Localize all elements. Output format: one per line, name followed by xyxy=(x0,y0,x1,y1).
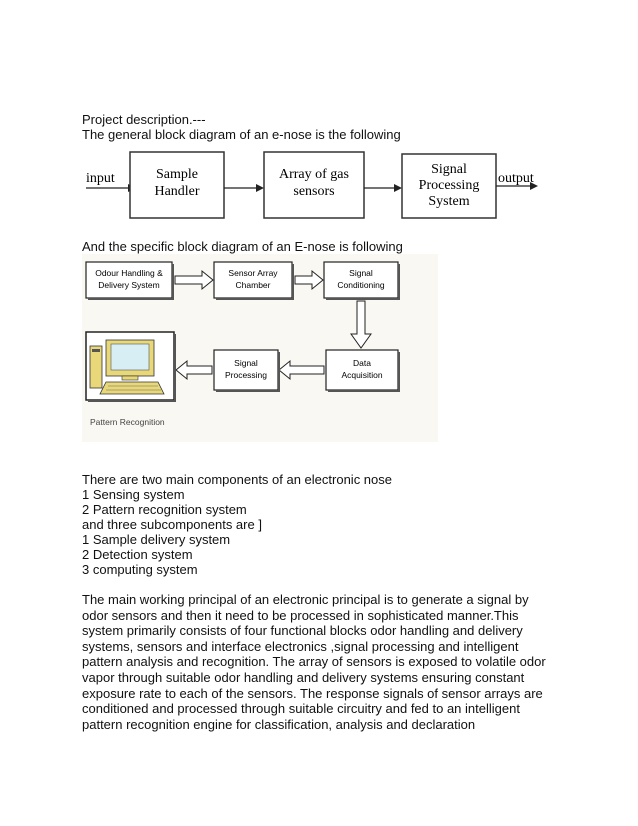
data-acquisition-label-1: Data xyxy=(353,358,371,368)
signal-processing-system-label-3: System xyxy=(428,194,469,209)
paragraph-line: pattern analysis and recognition. The ar… xyxy=(82,654,546,670)
computer-icon xyxy=(89,339,165,395)
sensor-array-label-2: Chamber xyxy=(236,280,271,290)
arrowhead-handler-to-array xyxy=(256,184,264,192)
gas-sensor-array-label-2: sensors xyxy=(293,184,334,199)
project-heading: Project description.--- xyxy=(82,112,206,127)
arrowhead-array-to-processing xyxy=(394,184,402,192)
specific-diagram-caption: And the specific block diagram of an E-n… xyxy=(82,239,403,254)
paragraph-line: pattern recognition engine for classific… xyxy=(82,716,476,732)
paragraph-line: exposure rate to each of the sensors. Th… xyxy=(82,685,543,701)
sensor-array-label-1: Sensor Array xyxy=(228,268,278,278)
main-component-1: 1 Sensing system xyxy=(82,487,185,502)
subcomponent-3: 3 computing system xyxy=(82,562,198,577)
arrow-conditioning-to-acquisition xyxy=(350,300,372,349)
signal-processing-system-block xyxy=(401,153,497,219)
sample-handler-label-1: Sample xyxy=(156,167,198,182)
subcomponents-intro: and three subcomponents are ] xyxy=(82,517,262,532)
arrow-processing-to-recognition xyxy=(175,359,213,381)
gas-sensor-array-label-1: Array of gas xyxy=(279,167,349,182)
sensor-array-chamber-block xyxy=(213,261,293,299)
sample-handler-block xyxy=(129,151,225,219)
paragraph-line: The main working principal of an electro… xyxy=(82,592,529,607)
signal-conditioning-label-2: Conditioning xyxy=(337,280,385,290)
odour-handling-label-2: Delivery System xyxy=(98,280,159,290)
paragraph-line: odor sensors and then it need to be proc… xyxy=(82,607,519,623)
signal-conditioning-block xyxy=(323,261,399,299)
signal-conditioning-label-1: Signal xyxy=(349,268,373,278)
odour-handling-label-1: Odour Handling & xyxy=(95,268,163,278)
subcomponent-2: 2 Detection system xyxy=(82,547,193,562)
paragraph-line: conditioned and processed through suitab… xyxy=(82,701,520,717)
signal-processing-label-1: Signal xyxy=(234,358,258,368)
signal-processing-system-label-1: Signal xyxy=(431,162,467,177)
pattern-recognition-label: Pattern Recognition xyxy=(90,417,165,427)
sample-handler-label-2: Handler xyxy=(154,184,199,199)
input-label: input xyxy=(86,171,115,186)
paragraph-line: vapor through suitable odor handling and… xyxy=(82,669,525,685)
signal-processing-label-2: Processing xyxy=(225,370,267,380)
specific-block-diagram: Odour Handling & Delivery System Sensor … xyxy=(82,254,438,442)
arrow-chamber-to-conditioning xyxy=(294,269,324,291)
arrow-acquisition-to-processing xyxy=(278,359,325,381)
signal-processing-system-label-2: Processing xyxy=(419,178,480,193)
components-intro: There are two main components of an elec… xyxy=(82,472,393,487)
output-arrowhead xyxy=(530,182,538,190)
arrow-odour-to-chamber xyxy=(174,269,214,291)
general-block-diagram: input Sample Handler Array of gas sensor… xyxy=(86,151,538,219)
working-principle-paragraph: The main working principal of an electro… xyxy=(82,592,552,732)
main-component-2: 2 Pattern recognition system xyxy=(82,502,247,517)
data-acquisition-label-2: Acquisition xyxy=(341,370,382,380)
paragraph-line: systems, sensors and interface electroni… xyxy=(82,638,519,654)
subcomponent-1: 1 Sample delivery system xyxy=(82,532,231,547)
gas-sensor-array-block xyxy=(263,151,365,219)
general-diagram-caption: The general block diagram of an e-nose i… xyxy=(82,127,401,142)
output-label: output xyxy=(498,171,534,186)
paragraph-line: system primarily consists of four functi… xyxy=(82,623,523,639)
